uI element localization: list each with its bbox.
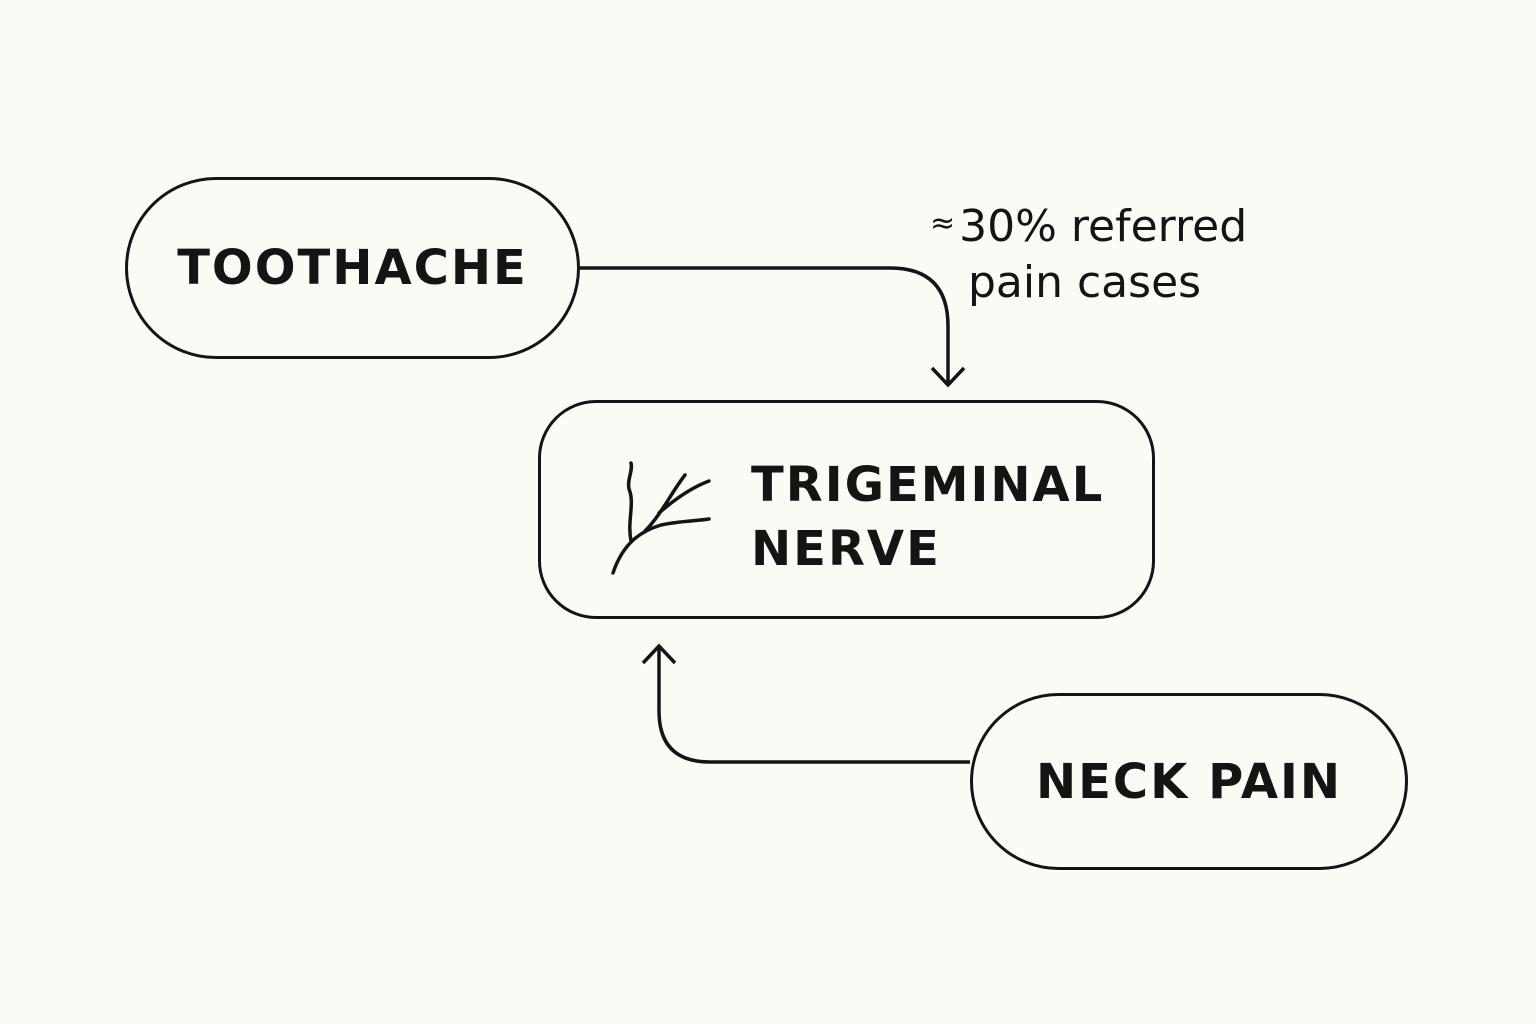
annotation-line1: 30% referred [959,201,1248,252]
arrowhead-down [930,366,966,388]
trigeminal-nerve-node: TRIGEMINAL NERVE [538,400,1155,619]
toothache-node: TOOTHACHE [125,177,580,359]
trigeminal-nerve-label: TRIGEMINAL NERVE [751,453,1104,581]
edge-toothache-to-nerve [580,266,950,384]
arrowhead-up [641,643,677,665]
neck-pain-label: NECK PAIN [1035,753,1343,810]
edge-neckpain-to-nerve [657,646,970,764]
referred-pain-annotation: ≈30% referred pain cases [930,196,1247,311]
annotation-line2: pain cases [968,257,1202,308]
nerve-branch-icon [611,461,711,575]
trigeminal-label-line2: NERVE [751,521,941,577]
approx-symbol: ≈ [930,206,956,241]
neck-pain-node: NECK PAIN [970,693,1408,870]
trigeminal-label-line1: TRIGEMINAL [751,457,1105,513]
toothache-label: TOOTHACHE [177,240,528,296]
